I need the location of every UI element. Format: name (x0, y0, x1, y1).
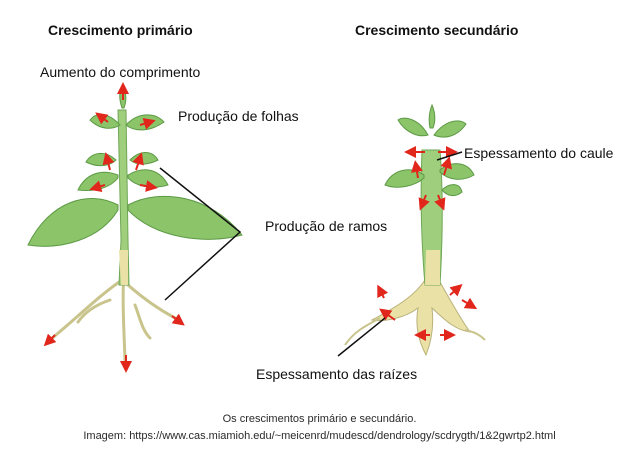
label-leaf-production: Produção de folhas (178, 108, 299, 124)
primary-plant (28, 85, 242, 360)
caption-title: Os crescimentos primário e secundário. (0, 413, 639, 425)
primary-roots (50, 270, 175, 360)
leaf-left-large (28, 198, 118, 246)
label-length-increase: Aumento do comprimento (40, 64, 200, 80)
label-branch-production: Produção de ramos (265, 218, 387, 234)
leaf-right-large (128, 196, 242, 239)
caption-source: Imagem: https://www.cas.miamioh.edu/~mei… (0, 430, 639, 442)
label-stem-thickening: Espessamento do caule (464, 145, 613, 161)
label-root-thickening: Espessamento das raízes (256, 366, 417, 382)
